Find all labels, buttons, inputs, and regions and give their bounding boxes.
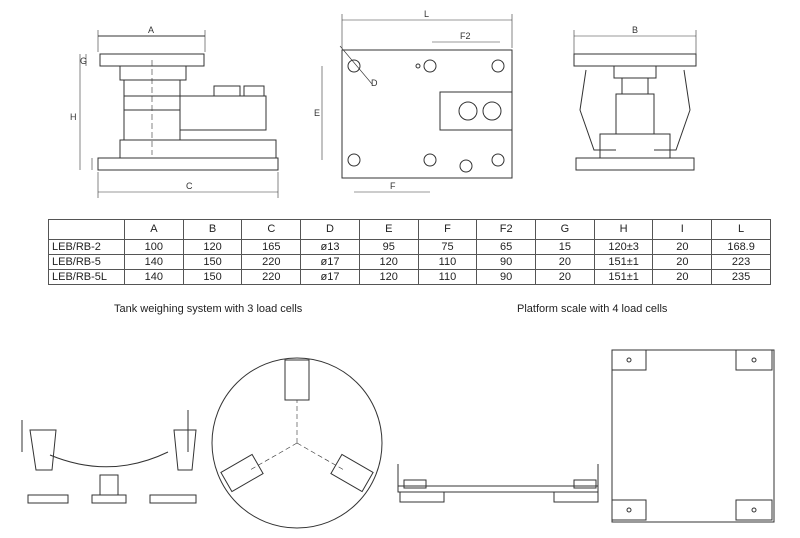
platform-side-drawing [397, 464, 599, 503]
table-cell: 150 [182, 269, 243, 285]
dim-label-l: L [424, 9, 429, 19]
hex-nut [459, 159, 473, 173]
spec-table: A B C D E F F2 G H I L LEB/RB-2 100 120 … [48, 219, 771, 285]
header-cell: H [593, 219, 654, 240]
table-cell: 20 [535, 254, 595, 270]
tank-leg-left [29, 429, 57, 471]
table-cell: 168.9 [711, 239, 771, 255]
header-cell: L [711, 219, 771, 240]
table-cell: 75 [417, 239, 478, 255]
table-cell: 220 [241, 254, 302, 270]
plan-view-drawing: L F2 D E F [314, 9, 513, 193]
platform-load-cell [611, 349, 647, 371]
table-cell: 120 [358, 269, 419, 285]
table-cell: 223 [711, 254, 771, 270]
table-cell: 20 [652, 269, 713, 285]
platform-caption: Platform scale with 4 load cells [517, 303, 668, 315]
dim-label-a: A [148, 25, 154, 35]
table-cell: 140 [124, 269, 184, 285]
table-cell: 90 [476, 269, 537, 285]
spec-table-header: A B C D E F F2 G H I L [48, 219, 771, 240]
plan-plate-outline [341, 49, 513, 179]
tank-leg-center [99, 474, 119, 496]
dim-label-d: D [371, 78, 378, 88]
header-cell: C [241, 219, 302, 240]
dim-label-g: G [80, 56, 87, 66]
header-cell: I [652, 219, 713, 240]
header-cell: G [535, 219, 595, 240]
table-cell: 20 [652, 254, 713, 270]
table-cell: 165 [241, 239, 302, 255]
table-cell: 120 [358, 254, 419, 270]
dim-label-f: F [390, 181, 396, 191]
tank-side-drawing [21, 410, 197, 504]
tank-leg-right [173, 429, 197, 471]
header-cell: B [182, 219, 243, 240]
header-cell: F2 [476, 219, 537, 240]
table-cell: 120±3 [593, 239, 654, 255]
table-row: LEB/RB-2 100 120 165 ø13 95 75 65 15 120… [48, 239, 771, 255]
platform-outline [611, 349, 775, 523]
table-cell: 110 [417, 254, 478, 270]
table-cell: 151±1 [593, 254, 654, 270]
tank-circle [211, 357, 383, 529]
header-cell [48, 219, 125, 240]
dim-label-f2: F2 [460, 31, 471, 41]
table-cell: 120 [182, 239, 243, 255]
header-cell: D [300, 219, 360, 240]
tank-vessel-curve [49, 451, 169, 468]
end-base-plate [575, 157, 695, 171]
model-cell: LEB/RB-2 [48, 239, 125, 255]
table-cell: ø17 [300, 269, 360, 285]
right-bracket [654, 69, 691, 151]
table-cell: 95 [358, 239, 419, 255]
table-cell: 220 [241, 269, 302, 285]
table-cell: 150 [182, 254, 243, 270]
load-cell-block [439, 91, 513, 131]
table-cell: 20 [652, 239, 713, 255]
table-cell: ø13 [300, 239, 360, 255]
left-bracket [579, 69, 616, 151]
table-row: LEB/RB-5L 140 150 220 ø17 120 110 90 20 … [48, 269, 771, 285]
mounting-hole [347, 59, 361, 73]
header-cell: F [417, 219, 478, 240]
end-load-cell [615, 93, 655, 135]
tank-caption: Tank weighing system with 3 load cells [114, 303, 303, 315]
header-cell: E [358, 219, 419, 240]
table-cell: 235 [711, 269, 771, 285]
table-cell: 90 [476, 254, 537, 270]
table-cell: 110 [417, 269, 478, 285]
load-cell-unit [284, 359, 310, 401]
platform-plan-drawing [611, 349, 775, 523]
model-cell: LEB/RB-5L [48, 269, 125, 285]
table-cell: 20 [535, 269, 595, 285]
end-top-plate [573, 53, 697, 67]
tank-plan-drawing [211, 357, 383, 529]
table-cell: 65 [476, 239, 537, 255]
base-plate [97, 157, 279, 171]
table-row: LEB/RB-5 140 150 220 ø17 120 110 90 20 1… [48, 254, 771, 270]
dim-label-c: C [186, 181, 193, 191]
dim-label-b: B [632, 25, 638, 35]
table-cell: 100 [124, 239, 184, 255]
end-view-drawing: B [573, 25, 697, 171]
table-cell: ø17 [300, 254, 360, 270]
platform-deck [397, 485, 599, 493]
table-cell: 140 [124, 254, 184, 270]
side-view-drawing: A G H C [70, 25, 279, 198]
header-cell: A [124, 219, 184, 240]
model-cell: LEB/RB-5 [48, 254, 125, 270]
table-cell: 151±1 [593, 269, 654, 285]
dim-label-h: H [70, 112, 77, 122]
dim-label-e: E [314, 108, 320, 118]
table-cell: 15 [535, 239, 595, 255]
